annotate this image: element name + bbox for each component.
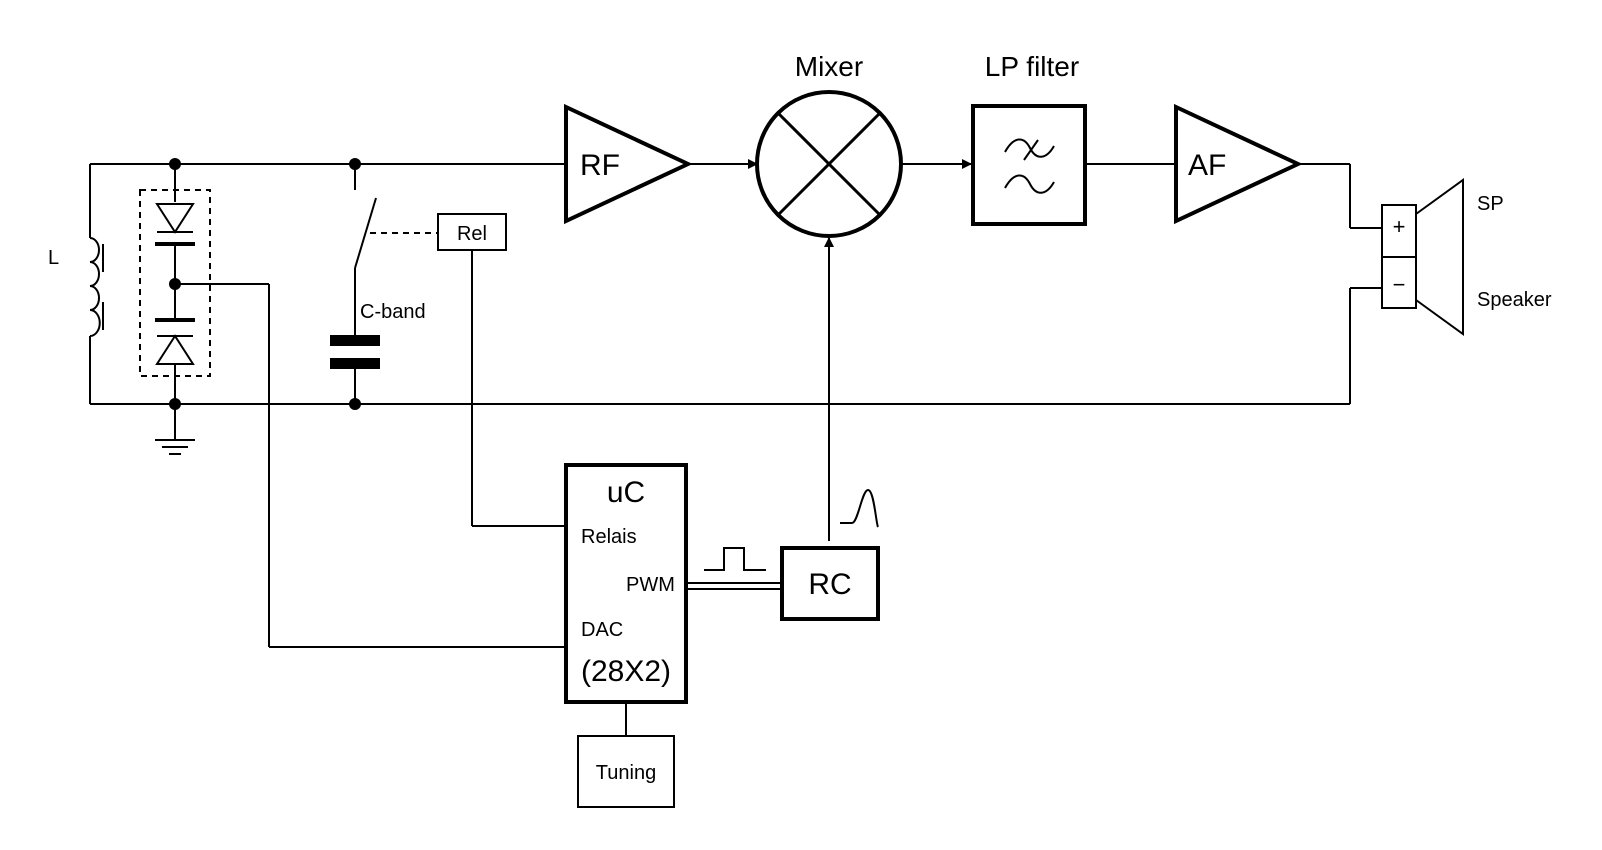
junction-dots bbox=[169, 158, 361, 410]
pin-pwm-label: PWM bbox=[626, 574, 675, 596]
cband-label: C-band bbox=[360, 301, 426, 323]
varicap-diode-pair bbox=[139, 164, 211, 404]
mixer-label: Mixer bbox=[795, 51, 863, 82]
tuning-box bbox=[577, 735, 675, 808]
speaker-plus-label: + bbox=[1393, 214, 1406, 239]
lowpass-symbol-icon bbox=[1004, 138, 1055, 194]
pin-relais-label: Relais bbox=[581, 526, 637, 548]
inductor-symbol bbox=[89, 237, 104, 337]
ramp-waveform-icon bbox=[840, 488, 879, 528]
relay-label: Rel bbox=[457, 223, 487, 245]
varicap-to-dac-wire bbox=[175, 283, 566, 648]
mixer-symbol bbox=[755, 90, 903, 238]
uc-label: uC bbox=[607, 476, 645, 509]
speaker-sp-label: SP bbox=[1477, 193, 1504, 215]
lp-filter-box bbox=[971, 104, 1087, 226]
rc-box bbox=[780, 546, 880, 621]
speaker-icon bbox=[1381, 178, 1464, 336]
speaker-name-label: Speaker bbox=[1477, 289, 1552, 311]
rf-amplifier bbox=[564, 103, 693, 225]
relay-to-relais-wire bbox=[471, 250, 566, 527]
inductor-label: L bbox=[48, 247, 59, 269]
microcontroller-box bbox=[564, 463, 688, 704]
pwm-pulse-icon bbox=[704, 547, 766, 571]
rc-label: RC bbox=[808, 568, 851, 601]
af-label: AF bbox=[1188, 149, 1226, 182]
tuning-label: Tuning bbox=[596, 762, 656, 784]
relay-box bbox=[437, 213, 507, 251]
rf-label: RF bbox=[580, 149, 620, 182]
speaker-minus-label: − bbox=[1393, 272, 1406, 297]
pin-dac-label: DAC bbox=[581, 619, 623, 641]
uc-model-label: (28X2) bbox=[581, 655, 671, 688]
lp-filter-label: LP filter bbox=[985, 51, 1079, 82]
af-amplifier bbox=[1174, 103, 1303, 225]
pwm-to-rc-wire bbox=[686, 582, 782, 590]
ground-symbol bbox=[155, 404, 195, 455]
cband-capacitor bbox=[330, 335, 380, 404]
af-to-speaker-wire bbox=[1298, 163, 1382, 404]
